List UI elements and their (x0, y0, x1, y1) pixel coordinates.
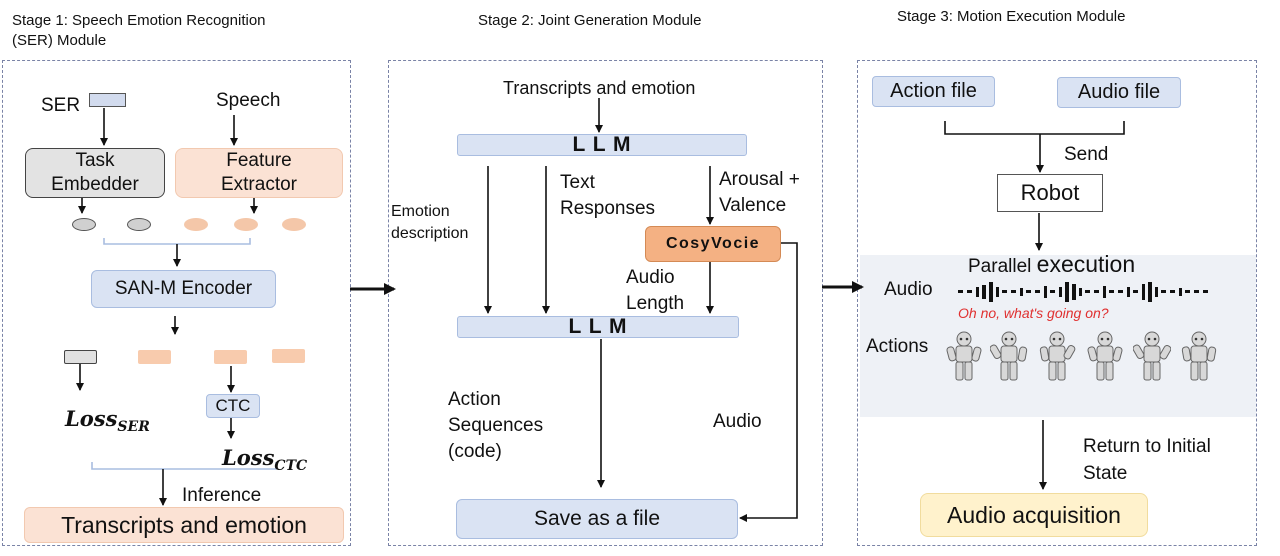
emotion-description-line2: description (391, 225, 469, 242)
robot-pose-icon (946, 331, 982, 381)
task-embedder-line1: Task (75, 150, 115, 171)
return-initial-state-label: Return to Initial State (1083, 433, 1211, 487)
san-m-encoder-box: SAN-M Encoder (91, 270, 276, 308)
action-sequences-line2: Sequences (448, 415, 544, 436)
cosyvoice-box: CosyVocie (645, 226, 781, 262)
return-initial-state-line1: Return to Initial (1083, 436, 1211, 457)
ctc-box: CTC (206, 394, 260, 418)
robot-box: Robot (997, 174, 1103, 212)
stage3-title: Stage 3: Motion Execution Module (897, 8, 1126, 25)
send-label: Send (1064, 144, 1109, 165)
audio-length-line1: Audio (626, 267, 675, 288)
save-as-file-box: Save as a file (456, 499, 738, 539)
arousal-valence-line1: Arousal + (719, 169, 800, 190)
parallel-execution-word2: execution (1036, 251, 1136, 277)
actions-track-label: Actions (866, 336, 929, 357)
audio-file-box: Audio file (1057, 77, 1181, 108)
stage2-title: Stage 2: Joint Generation Module (478, 12, 702, 29)
robot-pose-icon (1181, 331, 1217, 381)
parallel-execution-title: Parallel execution (968, 250, 1135, 281)
embedding-oval-peach (234, 218, 258, 231)
stage3-panel (857, 60, 1257, 546)
audio-track-label: Audio (884, 279, 933, 300)
output-token-peach (272, 349, 305, 363)
action-sequences-label: Action Sequences (code) (448, 387, 543, 465)
embedding-oval-peach (282, 218, 306, 231)
task-embedder-line2: Embedder (51, 174, 139, 195)
llm-top-box: L L M (457, 133, 747, 156)
text-responses-line1: Text (560, 172, 595, 193)
return-initial-state-line2: State (1083, 463, 1128, 484)
task-embedder-box: Task Embedder (25, 148, 165, 198)
stage2-input-label: Transcripts and emotion (503, 78, 696, 98)
llm-bottom-box: L L M (457, 315, 739, 338)
loss-ctc-main: Loss (222, 445, 275, 470)
audio-length-line2: Length (626, 293, 685, 314)
stage1-title: Stage 1: Speech Emotion Recognition (SER… (12, 11, 266, 51)
loss-ctc: LossCTC (222, 446, 307, 478)
action-file-box: Action file (872, 76, 995, 107)
ser-token (89, 93, 126, 107)
audio-waveform (958, 282, 1208, 302)
audio-acquisition-box: Audio acquisition (920, 493, 1148, 537)
stage1-panel (2, 60, 351, 546)
stage1-output-box: Transcripts and emotion (24, 507, 344, 543)
output-token-peach (138, 350, 171, 364)
action-sequences-line3: (code) (448, 441, 502, 462)
stage2-panel (388, 60, 823, 546)
audio-output-label: Audio (713, 411, 762, 432)
robot-pose-icon (1133, 331, 1171, 381)
loss-ctc-sub: CTC (274, 458, 308, 474)
ser-label: SER (41, 95, 81, 116)
output-token-gray (64, 350, 97, 364)
audio-subtitle: Oh no, what's going on? (958, 305, 1109, 321)
action-sequences-line1: Action (448, 389, 501, 410)
embedding-oval-peach (184, 218, 208, 231)
inference-label: Inference (182, 485, 262, 506)
loss-ser-sub: SER (117, 419, 150, 435)
feature-extractor-box: Feature Extractor (175, 148, 343, 198)
parallel-execution-word1: Parallel (968, 256, 1037, 277)
speech-label: Speech (216, 90, 281, 111)
text-responses-line2: Responses (560, 198, 656, 219)
output-token-peach (214, 350, 247, 364)
embedding-oval-gray (72, 218, 96, 231)
emotion-description-label: Emotion description (391, 201, 468, 245)
stage1-title-line1: Stage 1: Speech Emotion Recognition (12, 12, 266, 29)
robot-pose-icon (1039, 331, 1076, 381)
stage1-title-line2: (SER) Module (12, 32, 107, 49)
text-responses-label: Text Responses (560, 170, 655, 222)
feature-extractor-line2: Extractor (220, 174, 298, 195)
loss-ser-main: Loss (65, 406, 118, 431)
robot-pose-icon (990, 331, 1028, 381)
audio-length-label: Audio Length (626, 265, 684, 317)
arousal-valence-line2: Valence (719, 195, 787, 216)
loss-ser: LossSER (65, 407, 150, 439)
emotion-description-line1: Emotion (391, 203, 450, 220)
arousal-valence-label: Arousal + Valence (719, 167, 800, 219)
embedding-oval-gray (127, 218, 151, 231)
feature-extractor-line1: Feature (226, 150, 292, 171)
robot-pose-icon (1087, 331, 1123, 381)
